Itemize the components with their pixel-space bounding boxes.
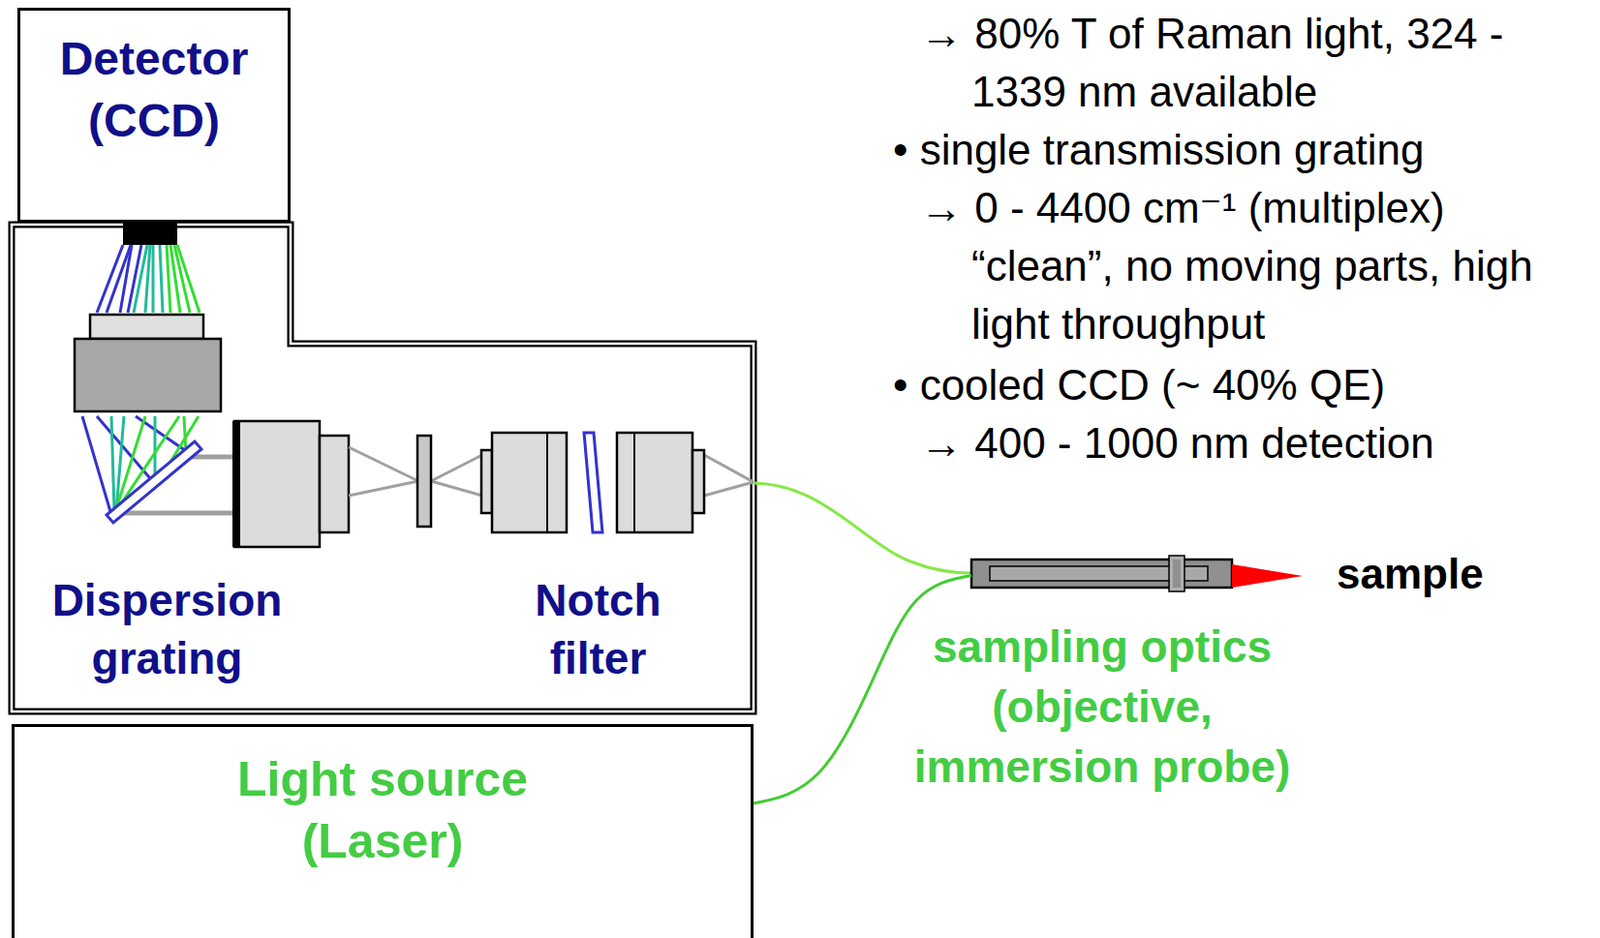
housing-gap	[11, 224, 754, 712]
lens-edge	[232, 421, 241, 548]
node-text: Light source (Laser)	[174, 748, 591, 873]
sampling-optics-probe: sampling optics (objective, immersion pr…	[971, 558, 1233, 589]
probe-collar-inner	[1172, 559, 1181, 588]
lens-front	[319, 435, 349, 533]
ccd-chip	[123, 220, 178, 246]
ray	[159, 245, 163, 313]
lens-body	[492, 432, 567, 533]
ray	[166, 245, 171, 313]
ray	[111, 416, 115, 512]
beam	[704, 455, 754, 483]
beam	[704, 482, 754, 496]
laser-focus-cone	[1231, 564, 1303, 588]
probe-collar	[1169, 555, 1185, 592]
lens-body	[616, 432, 693, 533]
lens-body	[74, 338, 221, 412]
spec-bullet: • single transmission grating	[892, 121, 1534, 180]
part-name: Notch filter	[513, 571, 683, 688]
node-text: sampling optics (objective, immersion pr…	[889, 616, 1316, 798]
lens-seam	[633, 432, 636, 533]
lens-seam	[546, 432, 549, 533]
spec-note: → 80% T of Raman light, 324 - 1339 nm av…	[892, 4, 1534, 122]
ray	[145, 245, 151, 313]
collimated-beam	[121, 511, 235, 517]
lens-cap	[692, 450, 705, 514]
notch-filter	[584, 432, 603, 533]
spec-bullet: • cooled CCD (~ 40% QE)	[892, 356, 1534, 415]
beam	[348, 481, 419, 496]
entrance-slit	[417, 435, 431, 527]
spec-note: → 0 - 4400 cm⁻¹ (multiplex) “clean”, no …	[892, 179, 1534, 354]
light-source-box: Light source (Laser)	[11, 724, 754, 938]
detector-box: Detector (CCD)	[17, 7, 291, 223]
node-text: Detector (CCD)	[20, 28, 288, 153]
lens-barrel	[90, 314, 204, 339]
collection-fiber	[753, 483, 972, 574]
beam	[430, 481, 483, 496]
collimator-lens	[234, 421, 320, 548]
transmission-grating	[106, 441, 202, 524]
ray	[177, 245, 200, 313]
ray	[82, 416, 112, 516]
immersion-probe	[971, 559, 1232, 588]
beam	[430, 455, 483, 482]
ray	[152, 245, 155, 313]
housing-outline	[11, 224, 754, 712]
dispersed-rays	[96, 245, 200, 313]
ray	[106, 245, 131, 313]
spec-note: → 400 - 1000 nm detection	[892, 414, 1534, 473]
beam	[348, 447, 419, 482]
part-name: Dispersion grating	[38, 571, 296, 688]
sample-label: sample	[1336, 547, 1484, 602]
lens-cap	[481, 450, 493, 514]
